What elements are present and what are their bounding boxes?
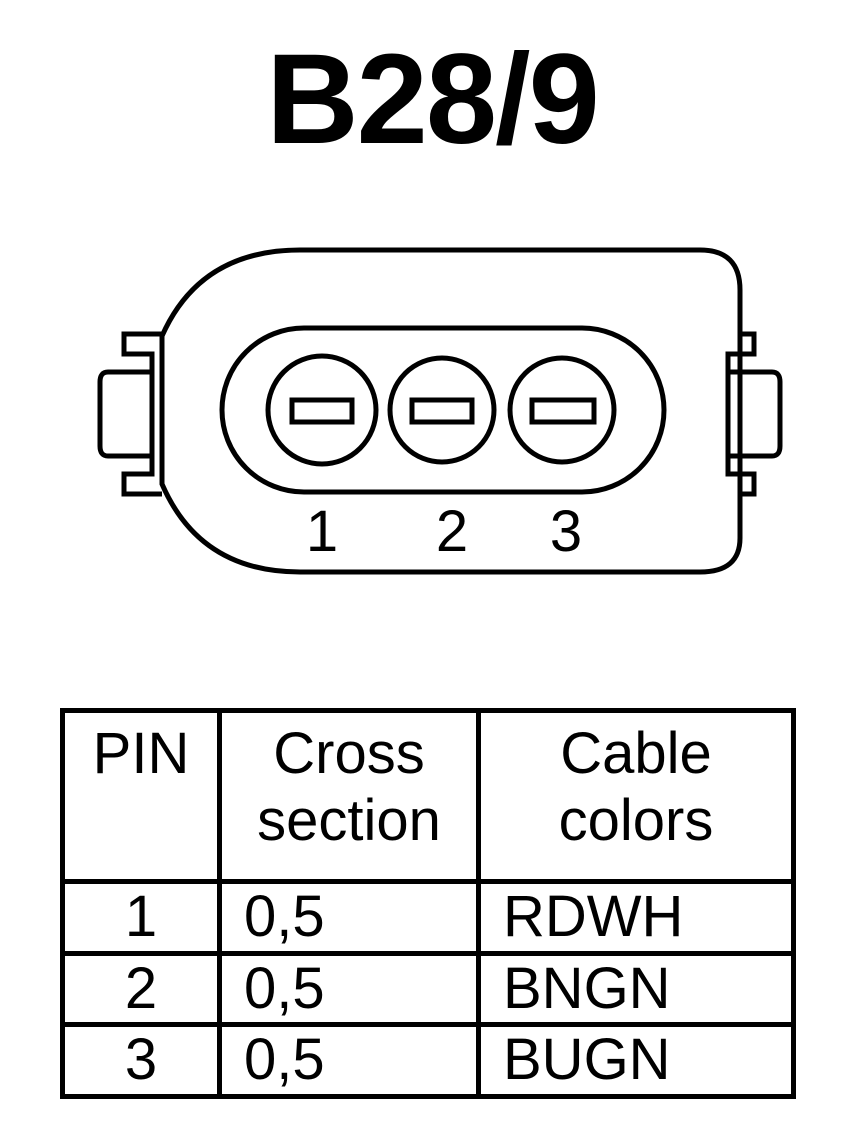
row-cable-color: BNGN xyxy=(476,950,796,1028)
pin-3 xyxy=(507,355,617,465)
row-cross-section: 0,5 xyxy=(217,1022,481,1100)
right-latch xyxy=(725,331,783,497)
pin-2 xyxy=(387,355,497,465)
row-pin: 3 xyxy=(60,1022,222,1100)
header-pin: PIN xyxy=(60,708,222,884)
pin-label-2: 2 xyxy=(436,499,468,564)
row-pin: 1 xyxy=(60,879,222,956)
row-cable-color: RDWH xyxy=(476,879,796,956)
header-cable-colors-line1: Cable xyxy=(560,721,712,786)
inner-receptacle xyxy=(219,325,667,495)
pin-label-3: 3 xyxy=(550,499,582,564)
header-cross-section-line2: section xyxy=(257,787,441,853)
row-pin: 2 xyxy=(60,950,222,1028)
table-header-row: PIN Cross section Cable colors xyxy=(60,708,796,884)
row-cross-section: 0,5 xyxy=(217,950,481,1028)
pin-label-1: 1 xyxy=(306,499,338,564)
header-cable-colors-line2: colors xyxy=(558,787,714,853)
left-latch xyxy=(97,331,162,497)
connector-diagram: 1 2 3 xyxy=(97,247,783,575)
connector-housing xyxy=(159,247,743,575)
row-cross-section: 0,5 xyxy=(217,879,481,956)
table-row: 1 0,5 RDWH xyxy=(60,879,796,956)
header-cross-section-line1: Cross xyxy=(273,721,425,786)
header-cable-colors: Cable colors xyxy=(476,708,796,884)
pin-1 xyxy=(265,353,379,467)
pin-assignment-table: PIN Cross section Cable colors 1 0,5 RDW… xyxy=(60,708,796,1100)
header-cross-section: Cross section xyxy=(217,708,481,884)
row-cable-color: BUGN xyxy=(476,1022,796,1100)
connector-title: B28/9 xyxy=(266,28,600,171)
table-row: 3 0,5 BUGN xyxy=(60,1022,796,1100)
table-row: 2 0,5 BNGN xyxy=(60,950,796,1028)
